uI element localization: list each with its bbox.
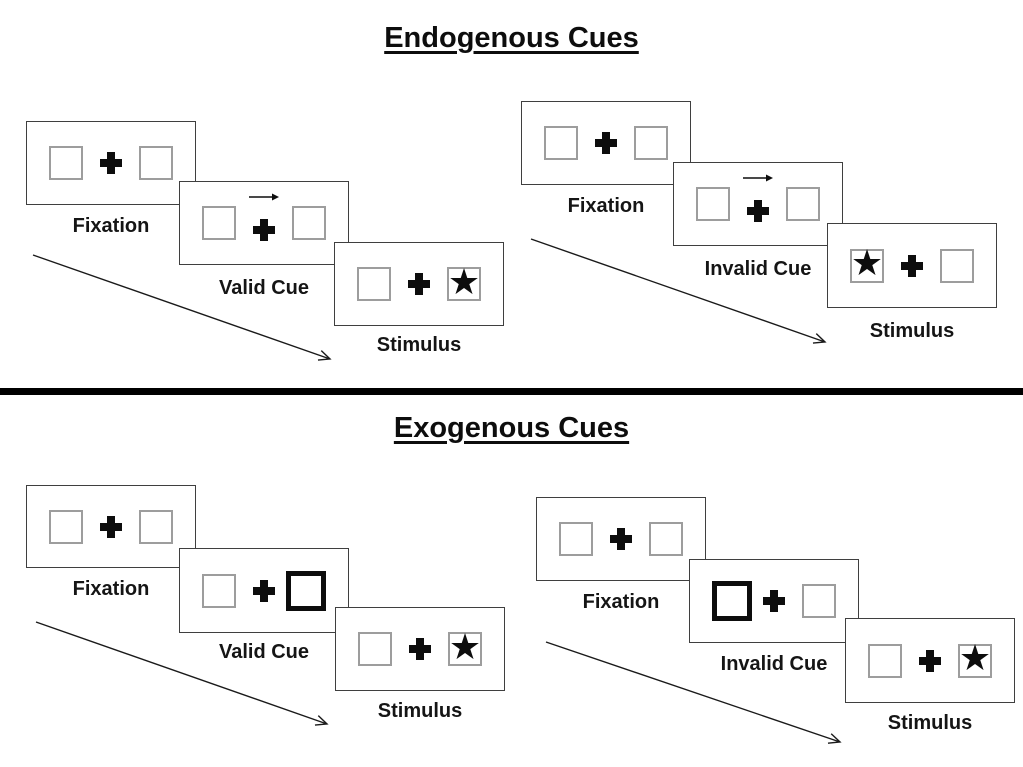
endo-valid-timeline-arrow [32,254,332,361]
exo-invalid-cue-panel [689,559,859,643]
left-placeholder-box [696,187,730,221]
fixation-cross-icon [100,516,122,538]
endo-invalid-timeline-arrow [530,238,827,344]
panel-label: Invalid Cue [704,258,812,280]
right-placeholder-box [802,584,836,618]
fixation-cross-icon [610,528,632,550]
endo-valid-cue-panel [179,181,349,265]
right-placeholder-box [940,248,974,283]
star-icon: ★ [850,243,884,284]
left-placeholder-box [49,146,83,180]
right-placeholder-box [634,126,668,160]
fixation-cross-icon [595,132,617,154]
endo-valid-stimulus-panel: ★ [334,242,504,326]
panel-label: Fixation [72,215,150,237]
exo-valid-fixation-panel [26,485,196,568]
panel-label: Valid Cue [218,277,310,299]
left-placeholder-box [357,267,391,301]
endogenous-section-title: Endogenous Cues [384,22,639,54]
fixation-cross-icon [253,219,275,241]
right-placeholder-box [139,509,173,544]
left-placeholder-box [49,509,83,544]
endo-valid-fixation-panel [26,121,196,205]
left-placeholder-box [868,643,902,678]
panel-label: Fixation [582,591,660,613]
star-icon: ★ [958,638,992,679]
section-divider [0,388,1023,395]
left-cue-highlight-box [712,581,752,621]
right-cue-highlight-box [286,570,326,611]
left-placeholder-box [544,126,578,160]
panel-label: Stimulus [377,700,463,722]
fixation-cross-icon [901,255,923,277]
left-placeholder-box [202,206,236,240]
exo-invalid-stimulus-panel: ★ [845,618,1015,703]
exo-valid-stimulus-panel: ★ [335,607,505,691]
right-target-box: ★ [448,626,482,668]
endo-invalid-fixation-panel [521,101,691,185]
exo-invalid-fixation-panel [536,497,706,581]
fixation-cross-icon [100,152,122,174]
star-icon: ★ [448,626,482,668]
right-arrow-cue-icon [743,174,773,182]
fixation-cross-icon [919,650,941,672]
left-placeholder-box [358,632,392,666]
right-target-box: ★ [958,638,992,679]
right-placeholder-box [292,206,326,240]
endo-invalid-cue-panel [673,162,843,246]
left-placeholder-box [202,573,236,608]
right-placeholder-box [786,187,820,221]
right-placeholder-box [649,522,683,556]
right-arrow-cue-icon [249,193,279,201]
right-target-box: ★ [447,261,481,303]
panel-label: Fixation [72,578,150,600]
panel-label: Fixation [567,195,645,217]
panel-label: Valid Cue [218,641,310,663]
exogenous-section-title: Exogenous Cues [393,412,630,444]
left-placeholder-box [559,522,593,556]
left-target-box: ★ [850,243,884,284]
endo-invalid-stimulus-panel: ★ [827,223,997,308]
panel-label: Invalid Cue [720,653,828,675]
panel-label: Stimulus [376,334,462,356]
fixation-cross-icon [408,273,430,295]
fixation-cross-icon [763,590,785,612]
right-placeholder-box [139,146,173,180]
fixation-cross-icon [409,638,431,660]
star-icon: ★ [447,261,481,303]
exo-valid-cue-panel [179,548,349,633]
panel-label: Stimulus [887,712,973,734]
panel-label: Stimulus [869,320,955,342]
fixation-cross-icon [747,200,769,222]
exo-valid-timeline-arrow [35,621,329,726]
fixation-cross-icon [253,580,275,602]
